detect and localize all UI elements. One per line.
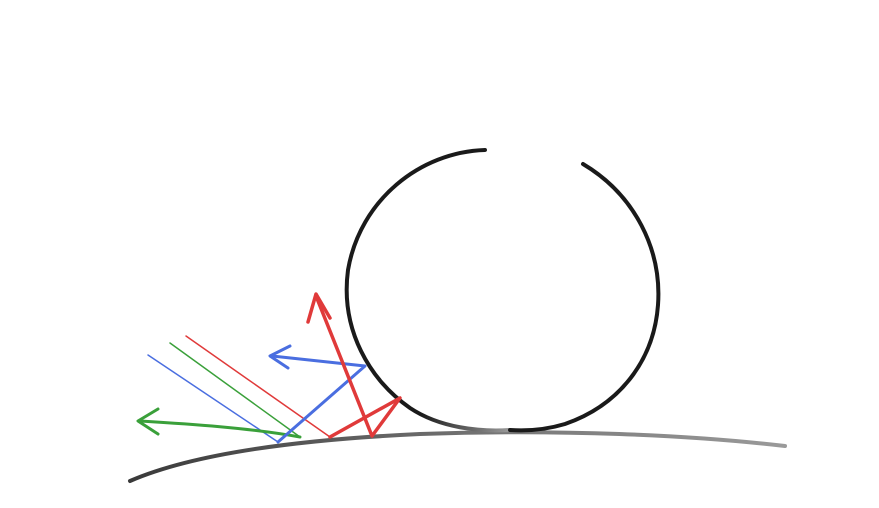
incoming-ray-blue bbox=[147, 354, 279, 443]
ground-surface bbox=[128, 430, 787, 483]
ball-outline-left bbox=[344, 148, 512, 433]
ball-outline-right bbox=[508, 162, 661, 433]
reflected-arrow-red bbox=[306, 292, 402, 439]
reflected-arrow-green bbox=[136, 407, 302, 439]
reflected-arrow-blue bbox=[268, 344, 367, 444]
incoming-ray-green bbox=[169, 342, 301, 438]
incoming-ray-red bbox=[185, 335, 331, 438]
